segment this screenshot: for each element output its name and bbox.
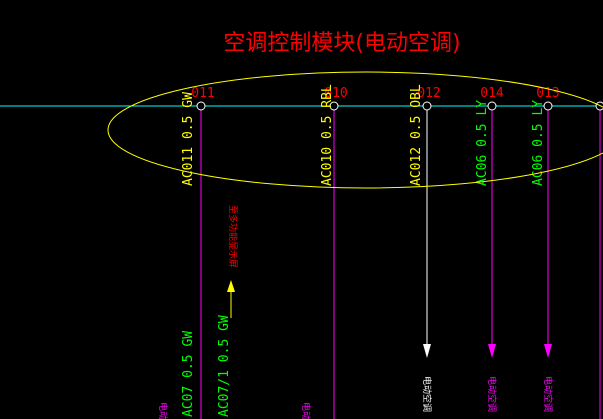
pin-number-011: 011 xyxy=(191,86,214,101)
pin-012-node xyxy=(422,101,432,111)
highlight-ellipse xyxy=(107,71,603,189)
destination-label-3: 电动空调 xyxy=(421,376,433,412)
wire-label-012: AC012 0.5 OBL xyxy=(409,84,424,186)
wire-label-011: AC011 0.5 GW xyxy=(181,92,196,186)
pin-number-014: 014 xyxy=(480,86,504,101)
pin-013-node xyxy=(543,101,553,111)
lower-wire-label-ac07-1: AC07/1 0.5 GW xyxy=(217,315,232,417)
destination-label-1: 电动空调 xyxy=(157,402,169,419)
arrow-down-012-icon xyxy=(423,344,431,358)
lower-wire-label-ac07: AC07 0.5 GW xyxy=(181,331,196,417)
destination-label-4: 电动空调 xyxy=(486,376,498,412)
wire-label-014: AC06 0.5 LY xyxy=(475,100,490,186)
pin-011-node xyxy=(196,101,206,111)
pin-014-node xyxy=(487,101,497,111)
destination-label-2: 电动空调 xyxy=(300,402,312,419)
annotation-arrow-icon xyxy=(227,280,235,292)
destination-label-5: 电动空调 xyxy=(542,376,554,412)
pin-number-013: 013 xyxy=(536,86,559,101)
annotation-label: 至多功能显示屏 xyxy=(227,205,239,268)
diagram-title: 空调控制模块(电动空调) xyxy=(223,31,460,56)
pin-number-010: 010 xyxy=(324,86,347,101)
wire-label-010: AC010 0.5 RBL xyxy=(320,84,335,186)
wire-label-013: AC06 0.5 LY xyxy=(531,100,546,186)
arrow-down-014-icon xyxy=(488,344,496,358)
pin-number-012: 012 xyxy=(417,86,440,101)
arrow-down-013-icon xyxy=(544,344,552,358)
pin-010-node xyxy=(329,101,339,111)
